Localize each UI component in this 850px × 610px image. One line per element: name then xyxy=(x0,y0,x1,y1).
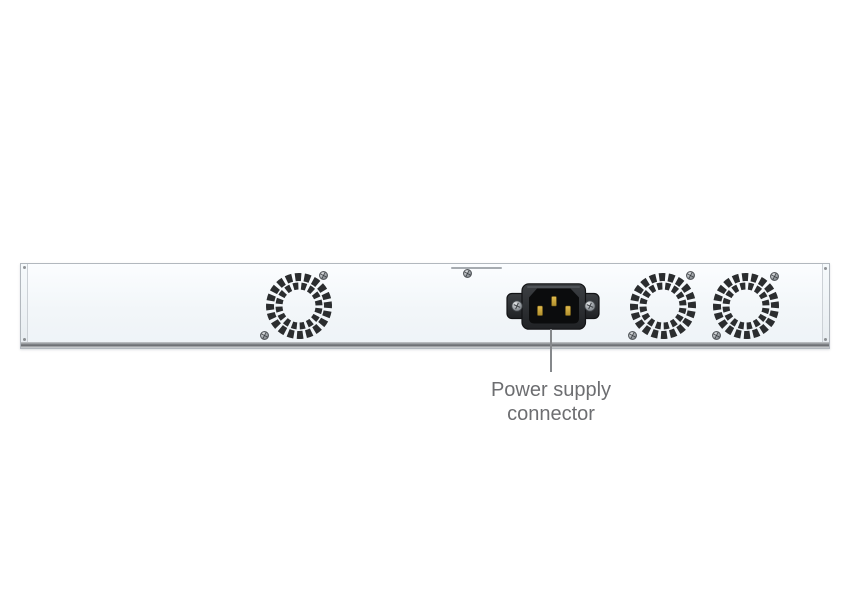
screw xyxy=(686,271,695,280)
fan-grille xyxy=(630,273,696,339)
power-pin xyxy=(551,296,557,307)
inlet-highlight xyxy=(527,286,580,288)
screw xyxy=(463,269,472,278)
fan-grille xyxy=(713,273,779,339)
screw xyxy=(260,331,269,340)
corner-rivet xyxy=(824,267,827,270)
corner-rivet xyxy=(23,266,26,269)
callout-label-line1: Power supply xyxy=(490,379,612,401)
power-supply-connector xyxy=(506,283,600,330)
power-pin xyxy=(537,305,543,316)
panel-bottom-edge xyxy=(21,342,829,348)
callout-label-line2: connector xyxy=(507,403,595,425)
device-rear-panel xyxy=(20,263,830,349)
screw xyxy=(628,331,637,340)
callout-line xyxy=(550,329,552,372)
fan-grille xyxy=(266,273,332,339)
screw xyxy=(712,331,721,340)
screw xyxy=(319,271,328,280)
screw xyxy=(511,300,523,312)
vent-slot xyxy=(451,267,502,269)
screw xyxy=(770,272,779,281)
power-pin xyxy=(565,305,571,316)
corner-rivet xyxy=(824,338,827,341)
panel-left-edge xyxy=(21,264,28,342)
corner-rivet xyxy=(23,338,26,341)
panel-right-edge xyxy=(822,264,829,342)
screw xyxy=(584,300,596,312)
callout-label: Power supply connector xyxy=(431,378,671,426)
